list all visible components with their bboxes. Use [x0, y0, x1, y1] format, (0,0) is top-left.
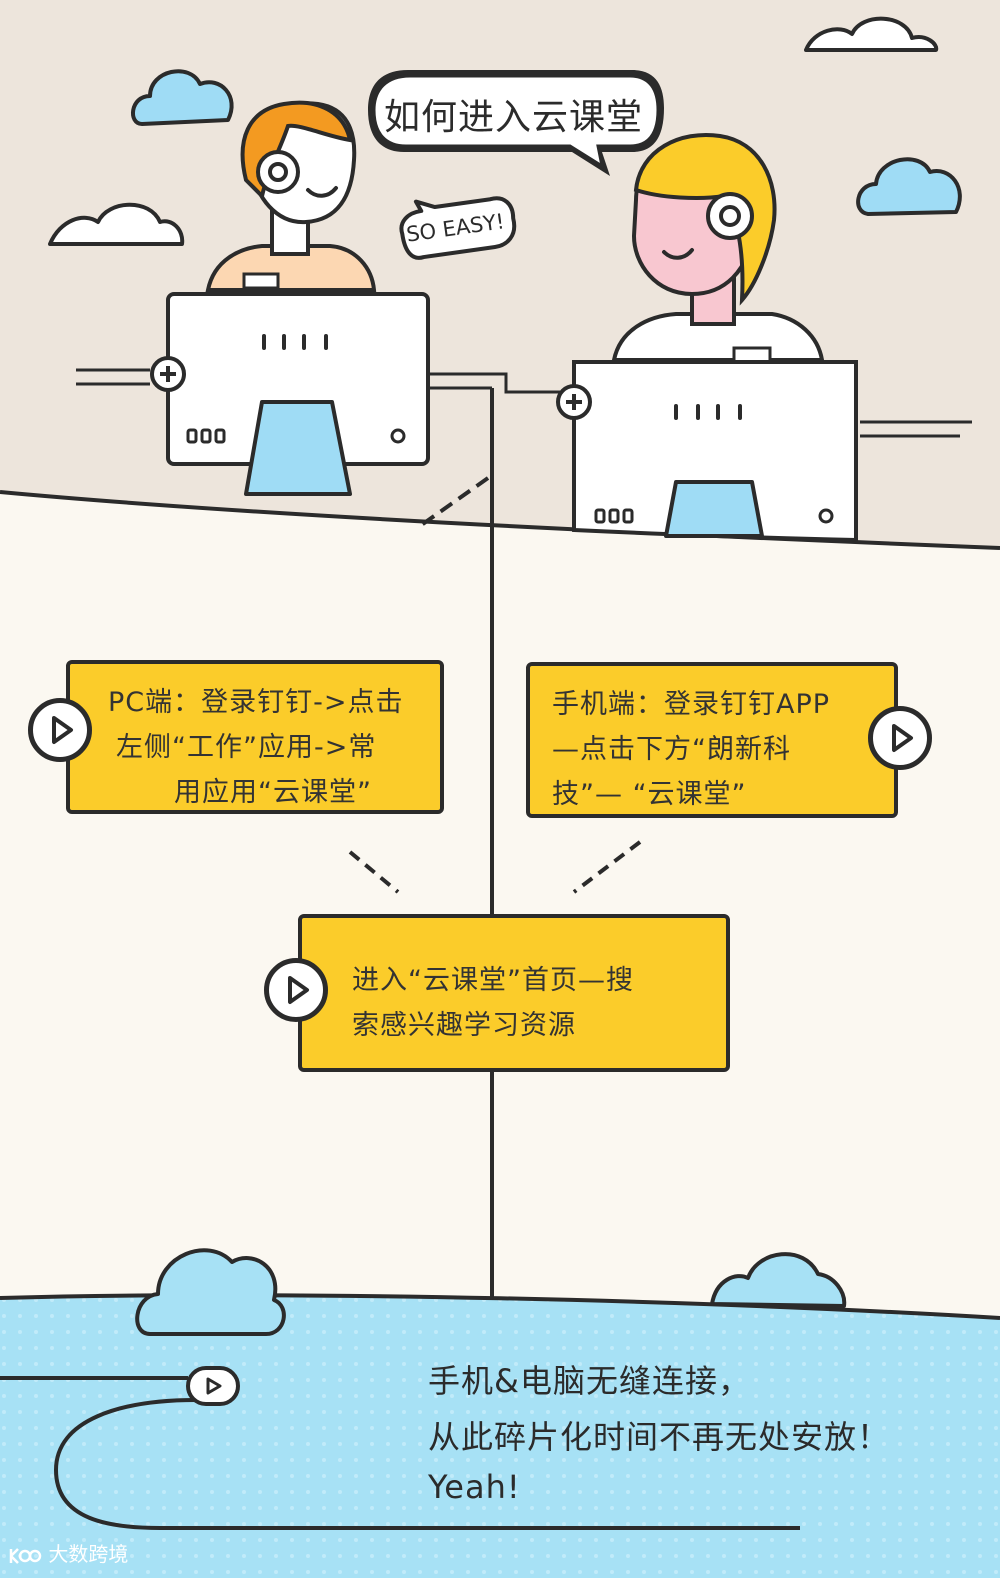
watermark: 大数跨境	[8, 1538, 128, 1567]
person-left-illustration	[205, 100, 377, 292]
step-pc-line-3: 用应用“云课堂”	[174, 777, 372, 808]
step-home-box: 进入“云课堂”首页—搜 索感兴趣学习资源	[298, 914, 730, 1072]
cloud-icon	[135, 1248, 286, 1336]
footer-line-1: 手机&电脑无缝连接，	[428, 1362, 751, 1400]
watermark-logo-icon	[9, 1547, 42, 1564]
cloud-icon	[48, 202, 185, 246]
play-icon[interactable]	[186, 1366, 240, 1406]
step-home-line-1: 进入“云课堂”首页—搜	[352, 965, 634, 996]
monitor-left	[76, 292, 430, 496]
play-icon[interactable]	[868, 706, 932, 770]
play-icon[interactable]	[264, 958, 328, 1022]
watermark-text: 大数跨境	[48, 1542, 129, 1566]
footer-line-3: Yeah!	[428, 1468, 521, 1506]
cloud-icon	[804, 16, 939, 52]
step-mobile-box: 手机端：登录钉钉APP —点击下方“朗新科 技”— “云课堂”	[526, 662, 898, 818]
speech-bubble-title: 如何进入云课堂	[384, 97, 644, 138]
step-mobile-line-3: 技”— “云课堂”	[552, 779, 747, 810]
cloud-icon	[131, 69, 234, 126]
step-pc-line-1: PC端：登录钉钉->点击	[108, 687, 404, 718]
person-right-illustration	[611, 133, 825, 364]
play-icon[interactable]	[28, 698, 92, 762]
step-mobile-line-1: 手机端：登录钉钉APP	[552, 689, 831, 720]
cloud-icon	[856, 157, 962, 216]
step-pc-line-2: 左侧“工作”应用->常	[116, 732, 377, 763]
so-easy-bubble	[399, 196, 517, 260]
step-pc-box: PC端：登录钉钉->点击 左侧“工作”应用->常 用应用“云课堂”	[66, 660, 444, 814]
speech-bubble	[368, 70, 664, 176]
monitor-right	[556, 360, 858, 543]
footer-line-2: 从此碎片化时间不再无处安放！	[428, 1418, 891, 1456]
step-mobile-line-2: —点击下方“朗新科	[552, 734, 791, 765]
cloud-icon	[710, 1252, 847, 1308]
step-home-line-2: 索感兴趣学习资源	[352, 1010, 576, 1041]
